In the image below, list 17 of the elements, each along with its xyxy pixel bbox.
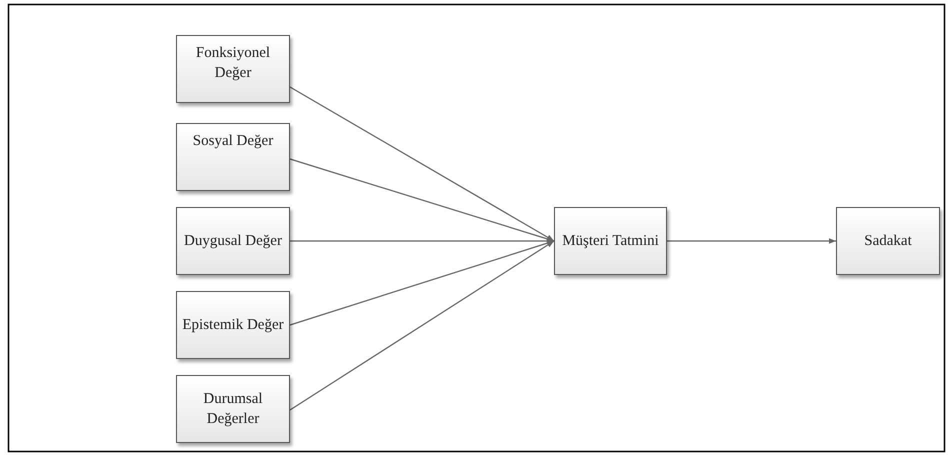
node-label: Sadakat: [863, 232, 913, 251]
concept-box: [836, 207, 940, 275]
arrow: [290, 86, 554, 242]
node-label: Fonksiyonel Değer: [194, 44, 272, 84]
node-label: Durumsal Değerler: [202, 390, 264, 429]
concept-box: [176, 375, 290, 443]
node-label: Epistemik Değer: [181, 316, 285, 335]
node-label: Müşteri Tatmini: [561, 232, 660, 251]
concept-box: [176, 35, 290, 103]
arrow: [290, 240, 554, 410]
node-label: Sosyal Değer: [192, 132, 274, 151]
node-label: Duygusal Değer: [183, 232, 283, 251]
concept-box: [176, 207, 290, 275]
arrow: [667, 238, 836, 244]
concept-box: [554, 207, 667, 275]
concept-box: [176, 123, 290, 191]
concept-box: [176, 291, 290, 359]
